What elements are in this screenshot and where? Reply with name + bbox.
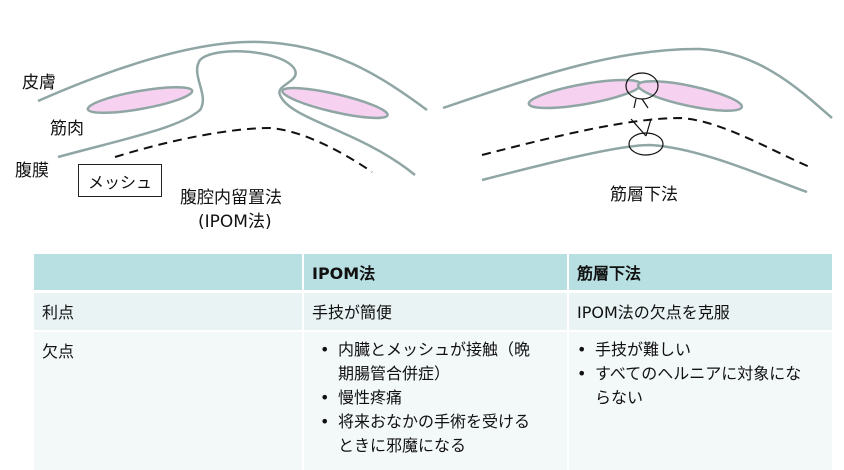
list-item: 慢性疼痛 (320, 386, 538, 410)
cell-sublay-disadvantages: 手技が難しい すべてのヘルニアに対象にならない (567, 331, 832, 470)
cell-sublay-advantage: IPOM法の欠点を克服 (567, 291, 832, 332)
mesh-dashed-sublay (481, 116, 813, 169)
skin-line-sublay (442, 47, 833, 119)
label-peritoneum: 腹膜 (15, 161, 49, 181)
list-item: 内臓とメッシュが接触（晩期腸管合併症） (320, 338, 538, 386)
cell-ipom-advantage: 手技が簡便 (302, 291, 568, 332)
table-row-advantages: 利点 手技が簡便 IPOM法の欠点を克服 (34, 291, 832, 332)
label-mesh: メッシュ (78, 164, 162, 197)
label-ipom-name: 腹腔内留置法 (180, 188, 282, 208)
header-empty (34, 254, 303, 293)
list-item: 手技が難しい (577, 338, 805, 362)
list-item: 将来おなかの手術を受けるときに邪魔になる (320, 410, 538, 458)
header-sublay: 筋層下法 (567, 254, 832, 293)
cell-ipom-disadvantages: 内臓とメッシュが接触（晩期腸管合併症） 慢性疼痛 将来おなかの手術を受けるときに… (302, 331, 568, 470)
muscle-left-sublay (527, 78, 643, 110)
muscle-left-ipom (86, 85, 194, 115)
header-ipom: IPOM法 (302, 254, 568, 293)
list-item: すべてのヘルニアに対象にならない (577, 362, 805, 410)
skin-line-ipom (37, 40, 428, 112)
row-label: 欠点 (34, 331, 303, 470)
table-header-row: IPOM法 筋層下法 (34, 254, 832, 293)
muscle-right-sublay (636, 80, 744, 112)
peritoneum-hernia-sac-ipom (57, 50, 416, 176)
comparison-table: IPOM法 筋層下法 利点 手技が簡便 IPOM法の欠点を克服 欠点 内臓とメッ… (34, 254, 832, 470)
pointer-lines (630, 98, 652, 137)
peritoneum-closure-circle (628, 132, 664, 156)
hernia-repair-diagram (37, 40, 833, 194)
mesh-dashed-ipom (114, 126, 373, 173)
muscle-right-ipom (281, 86, 389, 120)
row-label: 利点 (34, 291, 303, 332)
peritoneum-line-sublay (481, 143, 808, 194)
label-muscle: 筋肉 (50, 119, 84, 139)
label-skin: 皮膚 (22, 73, 56, 93)
label-sublay-name: 筋層下法 (610, 185, 678, 205)
label-ipom-abbr: (IPOM法) (198, 212, 272, 232)
table-row-disadvantages: 欠点 内臓とメッシュが接触（晩期腸管合併症） 慢性疼痛 将来おなかの手術を受ける… (34, 331, 832, 470)
